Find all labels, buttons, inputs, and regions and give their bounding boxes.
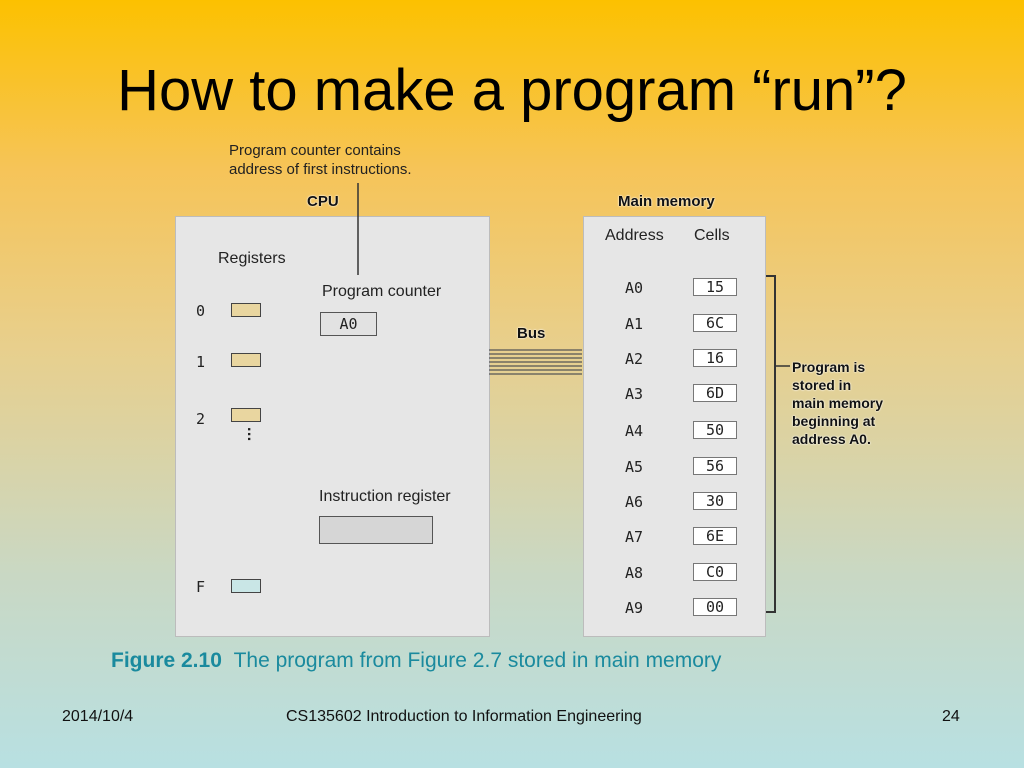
registers-label: Registers [218, 250, 286, 267]
memory-cell: 50 [693, 421, 737, 439]
footer-course: CS135602 Introduction to Information Eng… [286, 708, 642, 725]
memory-address: A2 [625, 350, 644, 368]
program-counter-value: A0 [339, 315, 358, 333]
memory-address: A7 [625, 528, 644, 546]
program-counter-label: Program counter [322, 283, 442, 300]
address-header: Address [605, 227, 664, 244]
program-note-line: stored in [792, 377, 852, 393]
memory-cell: C0 [693, 563, 737, 581]
memory-cell: 30 [693, 492, 737, 510]
register-f [231, 579, 261, 593]
memory-cell: 6D [693, 384, 737, 402]
bus-label: Bus [517, 325, 546, 342]
program-note-line: address A0. [792, 431, 871, 447]
memory-cell: 56 [693, 457, 737, 475]
register-id-0: 0 [196, 302, 206, 320]
cpu-panel [175, 216, 490, 637]
figure-caption-text: The program from Figure 2.7 stored in ma… [233, 649, 722, 672]
program-note: Program is stored in main memory beginni… [792, 358, 883, 448]
footer-date: 2014/10/4 [62, 708, 134, 725]
program-note-line: beginning at [792, 413, 876, 429]
memory-cell: 6C [693, 314, 737, 332]
register-0 [231, 303, 261, 317]
memory-cell: 16 [693, 349, 737, 367]
register-id-1: 1 [196, 353, 206, 371]
register-ellipsis: . . . [244, 427, 261, 440]
memory-cell: 15 [693, 278, 737, 296]
memory-cell: 00 [693, 598, 737, 616]
footer-page-number: 24 [942, 708, 960, 725]
memory-address: A8 [625, 564, 644, 582]
register-id-f: F [196, 578, 206, 596]
cpu-label: CPU [307, 193, 339, 210]
register-2 [231, 408, 261, 422]
cells-header: Cells [694, 227, 730, 244]
figure-caption: Figure 2.10 The program from Figure 2.7 … [111, 649, 721, 673]
memory-address: A9 [625, 599, 644, 617]
pc-annotation-line2: address of first instructions. [229, 161, 412, 178]
memory-address: A4 [625, 422, 644, 440]
program-note-line: main memory [792, 395, 884, 411]
register-1 [231, 353, 261, 367]
program-counter-box: A0 [320, 312, 377, 336]
memory-address: A5 [625, 458, 644, 476]
memory-bracket [766, 275, 776, 613]
bus-lines [489, 349, 582, 375]
figure-number: Figure 2.10 [111, 649, 222, 672]
memory-address: A1 [625, 315, 644, 333]
memory-address: A6 [625, 493, 644, 511]
slide-title: How to make a program “run”? [117, 58, 907, 123]
memory-address: A0 [625, 279, 644, 297]
instruction-register-label: Instruction register [319, 488, 451, 505]
instruction-register-box [319, 516, 433, 544]
memory-cell: 6E [693, 527, 737, 545]
memory-address: A3 [625, 385, 644, 403]
program-note-line: Program is [792, 359, 866, 375]
pc-annotation-line1: Program counter contains [229, 142, 401, 159]
register-id-2: 2 [196, 410, 206, 428]
main-memory-label: Main memory [618, 193, 715, 210]
